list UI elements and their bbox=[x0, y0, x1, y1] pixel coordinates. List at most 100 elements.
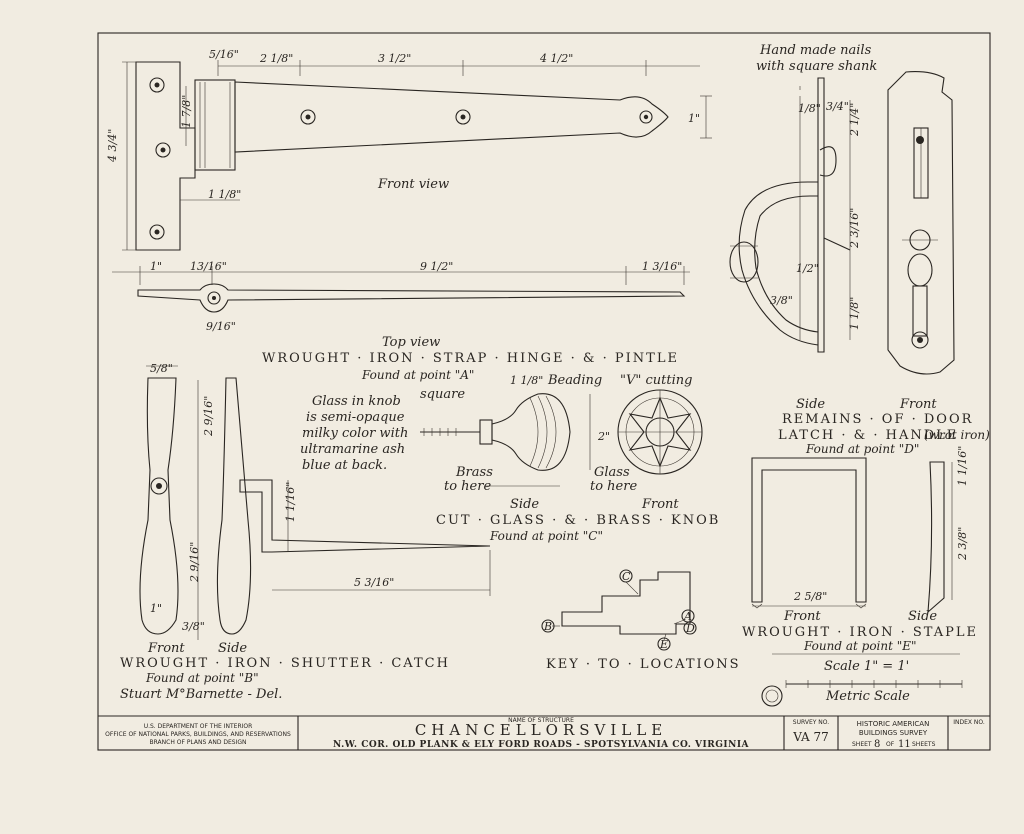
knob-glass-note-1: Glass in knob bbox=[312, 394, 401, 409]
tb-sheets-label: SHEETS bbox=[912, 741, 936, 748]
hinge-dim-3-1-2: 3 1/2" bbox=[378, 52, 411, 65]
hinge-dim-4-1-2: 4 1/2" bbox=[539, 52, 573, 65]
tb-dept-line-2: OFFICE OF NATIONAL PARKS, BUILDINGS, AND… bbox=[105, 731, 291, 738]
key-marker-c: C bbox=[619, 569, 633, 583]
delineator: Stuart M°Barnette - Del. bbox=[120, 687, 282, 702]
tb-survey-no: VA 77 bbox=[792, 730, 829, 744]
svg-text:D: D bbox=[685, 622, 695, 635]
hinge-location: Found at point "A" bbox=[361, 368, 474, 382]
knob-glass-label-2: to here bbox=[590, 479, 637, 494]
shutter-catch-drawing bbox=[139, 365, 491, 640]
knob-glass-note-4: ultramarine ash bbox=[300, 442, 405, 457]
shutter-dim-2-9-16-bottom: 2 9/16" bbox=[188, 542, 201, 583]
hinge-top-dim-9-1-2: 9 1/2" bbox=[420, 260, 453, 273]
latch-dim-2-1-4: 2 1/4" bbox=[848, 103, 861, 137]
key-marker-e: E bbox=[657, 637, 671, 651]
shutter-dim-3-8: 3/8" bbox=[182, 620, 205, 633]
knob-glass-note-3: milky color with bbox=[302, 426, 408, 441]
tb-survey-label: SURVEY NO. bbox=[793, 719, 829, 726]
key-marker-b: B bbox=[541, 619, 555, 633]
latch-front-view bbox=[887, 71, 955, 375]
latch-nails-note-2: with square shank bbox=[756, 59, 877, 74]
staple-title: WROUGHT · IRON · STAPLE bbox=[742, 625, 978, 640]
svg-text:B: B bbox=[543, 620, 552, 633]
latch-dim-1-8: 1/8" bbox=[798, 102, 821, 115]
hinge-top-dim-1-3-16: 1 3/16" bbox=[642, 260, 682, 273]
tb-address: N.W. COR. OLD PLANK & ELY FORD ROADS - S… bbox=[333, 740, 750, 750]
staple-front-label: Front bbox=[783, 609, 821, 624]
staple-dim-2-5-8: 2 5/8" bbox=[793, 590, 827, 603]
knob-beading-label: Beading bbox=[547, 373, 602, 388]
hinge-dim-4-3-4: 4 3/4" bbox=[106, 129, 119, 163]
key-marker-d: D bbox=[683, 621, 697, 635]
staple-dim-1-1-16: 1 1/16" bbox=[956, 446, 969, 486]
staple-side-label: Side bbox=[908, 609, 937, 624]
svg-text:E: E bbox=[659, 638, 668, 651]
staple-side-view bbox=[927, 461, 953, 614]
tb-habs-line-2: BUILDINGS SURVEY bbox=[859, 729, 928, 737]
latch-front-label: Front bbox=[899, 397, 937, 412]
knob-brass-label-1: Brass bbox=[455, 465, 493, 480]
key-plan bbox=[552, 571, 691, 641]
tb-sheet-total: 11 bbox=[898, 739, 911, 750]
tb-name-label: NAME OF STRUCTURE bbox=[508, 717, 574, 724]
tb-structure-name: CHANCELLORSVILLE bbox=[415, 721, 667, 739]
latch-dim-3-8: 3/8" bbox=[770, 294, 793, 307]
shutter-dim-5-3-16: 5 3/16" bbox=[354, 576, 394, 589]
staple-dim-2-3-8: 2 3/8" bbox=[956, 527, 969, 561]
tb-habs-line-1: HISTORIC AMERICAN bbox=[857, 720, 930, 728]
staple-scale: Scale 1" = 1' bbox=[824, 659, 909, 674]
staple-front-view bbox=[751, 457, 867, 609]
knob-brass-label-2: to here bbox=[444, 479, 491, 494]
knob-glass-note-5: blue at back. bbox=[302, 458, 387, 473]
knob-front-view bbox=[617, 389, 703, 475]
hinge-front-view-label: Front view bbox=[377, 177, 449, 192]
latch-wrot-iron: (wrot iron) bbox=[924, 428, 990, 442]
tb-index-label: INDEX NO. bbox=[953, 719, 985, 726]
hinge-dim-1: 1" bbox=[688, 112, 700, 125]
knob-location: Found at point "C" bbox=[489, 529, 603, 543]
latch-side-view bbox=[729, 77, 851, 353]
key-title: KEY · TO · LOCATIONS bbox=[546, 657, 741, 672]
sheet-border bbox=[97, 32, 991, 751]
shutter-dim-2-9-16-top: 2 9/16" bbox=[202, 396, 215, 437]
hinge-dim-1-1-8: 1 1/8" bbox=[208, 188, 241, 201]
knob-side-label: Side bbox=[510, 497, 539, 512]
shutter-front-label: Front bbox=[147, 641, 185, 656]
latch-side-label: Side bbox=[796, 397, 825, 412]
tb-sheet-label: SHEET bbox=[852, 741, 872, 748]
latch-dim-1-1-8: 1 1/8" bbox=[848, 297, 861, 330]
shutter-side-label: Side bbox=[218, 641, 247, 656]
latch-location: Found at point "D" bbox=[805, 442, 919, 456]
metric-scale-seal-icon bbox=[761, 685, 783, 707]
hinge-title: WROUGHT · IRON · STRAP · HINGE · & · PIN… bbox=[262, 351, 679, 366]
tb-of-label: OF bbox=[886, 741, 895, 748]
hinge-top-dim-9-16: 9/16" bbox=[206, 320, 236, 333]
metric-scale-label: Metric Scale bbox=[825, 689, 910, 704]
hinge-dim-2-1-8: 2 1/8" bbox=[259, 52, 293, 65]
latch-dim-1-2: 1/2" bbox=[796, 262, 819, 275]
hinge-top-dim-1: 1" bbox=[150, 260, 162, 273]
metric-scale-bar bbox=[785, 680, 963, 688]
latch-title-line-2: LATCH · & · HANDLE bbox=[778, 428, 958, 443]
tb-sheet-no: 8 bbox=[874, 739, 880, 750]
shutter-dim-5-8: 5/8" bbox=[150, 362, 173, 375]
knob-glass-label-1: Glass bbox=[594, 465, 630, 480]
staple-location: Found at point "E" bbox=[803, 639, 917, 653]
knob-v-cutting-label: "V" cutting bbox=[620, 373, 692, 388]
latch-nails-note-1: Hand made nails bbox=[759, 43, 872, 58]
latch-dim-3-4: 3/4" bbox=[826, 100, 849, 113]
shutter-dim-1: 1" bbox=[150, 602, 162, 615]
knob-dim-2: 2" bbox=[597, 430, 610, 443]
knob-title: CUT · GLASS · & · BRASS · KNOB bbox=[436, 513, 720, 528]
knob-side-view bbox=[420, 393, 591, 487]
shutter-title: WROUGHT · IRON · SHUTTER · CATCH bbox=[120, 656, 450, 671]
svg-text:C: C bbox=[622, 570, 631, 583]
shutter-dim-1-1-16: 1 1/16" bbox=[284, 482, 297, 522]
hinge-top-dim-13-16: 13/16" bbox=[190, 260, 227, 273]
tb-dept-line-1: U.S. DEPARTMENT OF THE INTERIOR bbox=[144, 723, 253, 730]
strap-hinge-top-view bbox=[112, 266, 690, 313]
strap-hinge-front-view bbox=[122, 60, 712, 251]
latch-dim-2-3-16: 2 3/16" bbox=[848, 208, 861, 249]
